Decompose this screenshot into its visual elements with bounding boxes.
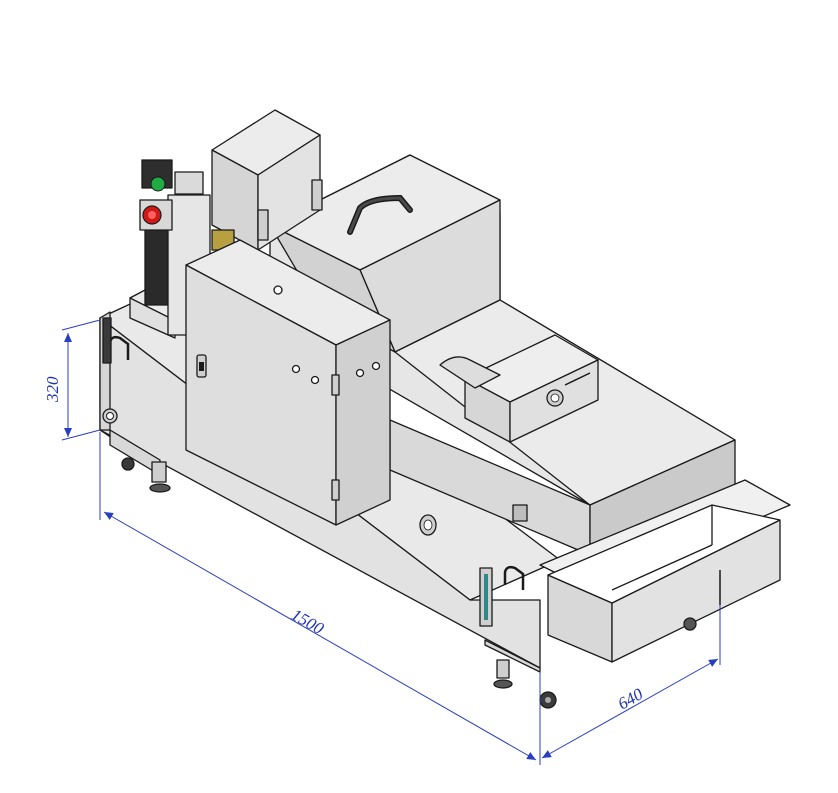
- cover-latch: [512, 504, 528, 522]
- castor-wheel-icon: [683, 617, 697, 631]
- dimension-height: 320: [43, 319, 101, 441]
- castor-wheel-icon: [121, 457, 135, 471]
- dimension-length-label: 1500: [288, 605, 327, 639]
- dimension-height-label: 320: [43, 376, 62, 403]
- drive-unit: [439, 334, 599, 443]
- dimension-width-label: 640: [615, 684, 647, 713]
- motor-housing: [211, 109, 323, 251]
- electrical-cabinet: [185, 239, 391, 526]
- level-gauge-icon: [479, 567, 493, 627]
- chip-tray: [539, 479, 791, 663]
